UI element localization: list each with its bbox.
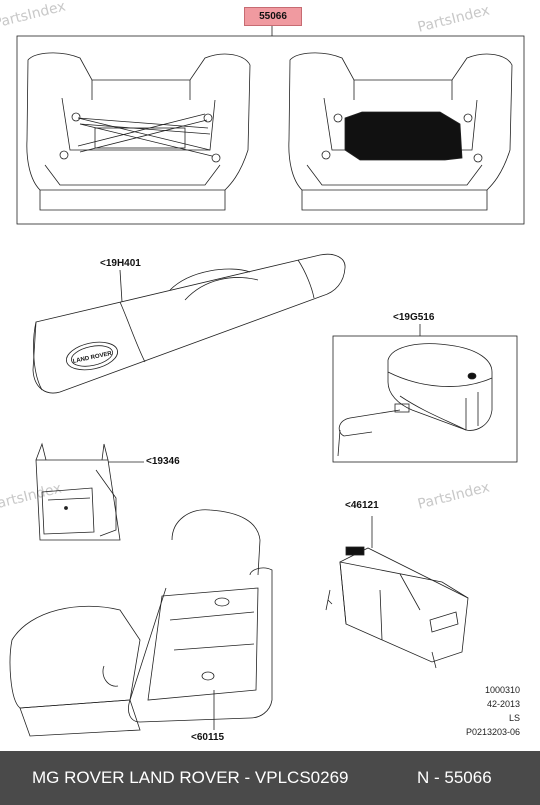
ski-bag-callout-leader <box>119 269 123 303</box>
footer-title: MG ROVER LAND ROVER - VPLCS0269 <box>32 768 349 787</box>
cooler-box-illustration <box>337 343 493 457</box>
organizer-callout: <46121 <box>345 500 379 511</box>
small-bag-illustration <box>35 442 144 541</box>
bag-logo-text: LAND ROVER <box>72 351 113 365</box>
cargo-area-left-illustration <box>26 52 251 211</box>
meta-line-4: P0213203-06 <box>465 727 520 737</box>
cooler-callout: <19G516 <box>393 312 435 323</box>
meta-line-2: 42-2013 <box>486 699 520 709</box>
seat-organizer-callout: <60115 <box>191 732 225 743</box>
meta-line-3: LS <box>508 713 520 723</box>
folding-organizer-illustration <box>325 516 469 669</box>
ski-bag-illustration <box>32 253 346 394</box>
meta-line-1: 1000310 <box>484 685 520 695</box>
cargo-net-panel-frame <box>16 35 525 225</box>
cargo-area-right-illustration <box>288 52 513 211</box>
main-part-callout: 55066 <box>244 7 302 26</box>
small-bag-callout: <19346 <box>146 456 180 467</box>
ski-bag-callout: <19H401 <box>100 258 141 269</box>
cooler-panel-frame <box>332 335 518 463</box>
seat-organizer-illustration <box>9 509 273 737</box>
footer-number: N - 55066 <box>417 768 492 787</box>
footer-bar: MG ROVER LAND ROVER - VPLCS0269 N - 5506… <box>0 751 540 805</box>
diagram-meta: 1000310 42-2013 LS P0213203-06 <box>430 683 520 739</box>
